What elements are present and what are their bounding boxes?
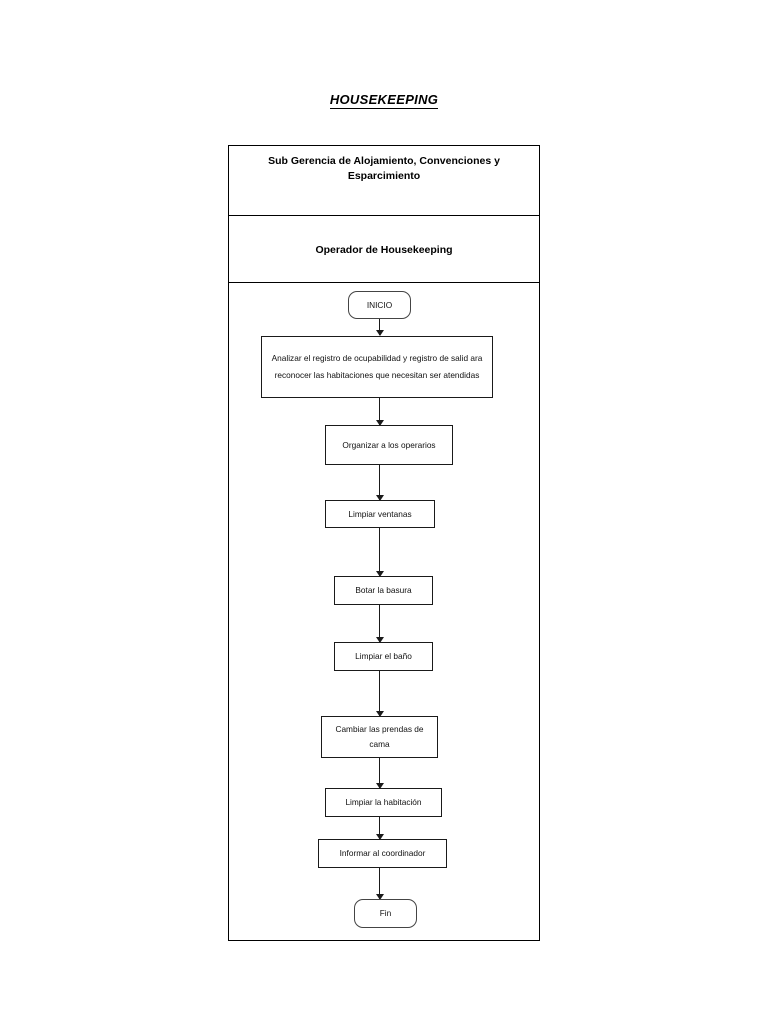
node-limpiar-habitacion-label: Limpiar la habitación [345, 797, 422, 808]
lane-title-1: Sub Gerencia de Alojamiento, Convencione… [268, 155, 500, 183]
connector-analizar-to-organizar [379, 398, 381, 425]
node-inicio[interactable]: INICIO [348, 291, 411, 319]
node-limpiar-bano[interactable]: Limpiar el baño [334, 642, 433, 671]
node-fin[interactable]: Fin [354, 899, 417, 928]
connector-basura-to-bano [379, 605, 381, 642]
lane-header-sub-gerencia: Sub Gerencia de Alojamiento, Convencione… [229, 146, 539, 216]
node-informar-coordinador-label: Informar al coordinador [339, 848, 426, 859]
node-limpiar-ventanas-label: Limpiar ventanas [348, 508, 412, 519]
connector-inicio-to-analizar [379, 319, 381, 335]
connector-organizar-to-ventanas [379, 465, 381, 500]
lane-header-operador: Operador de Housekeeping [229, 216, 539, 283]
page-title: HOUSEKEEPING [0, 92, 768, 109]
connector-habitacion-to-informar [379, 817, 381, 839]
connector-informar-to-fin [379, 868, 381, 899]
node-cambiar-prendas-cama-label: Cambiar las prendas de cama [335, 724, 424, 749]
connector-prendas-to-habitacion [379, 758, 381, 788]
node-cambiar-prendas-cama[interactable]: Cambiar las prendas de cama [321, 716, 438, 758]
node-botar-basura-label: Botar la basura [355, 585, 412, 596]
flow-lane-body: INICIO Analizar el registro de ocupabili… [229, 283, 539, 940]
node-fin-label: Fin [379, 908, 392, 919]
connector-ventanas-to-basura [379, 528, 381, 576]
flowchart-container: Sub Gerencia de Alojamiento, Convencione… [228, 145, 540, 941]
node-limpiar-bano-label: Limpiar el baño [355, 651, 412, 662]
node-informar-coordinador[interactable]: Informar al coordinador [318, 839, 447, 868]
node-organizar-operarios[interactable]: Organizar a los operarios [325, 425, 453, 465]
connector-bano-to-prendas [379, 671, 381, 716]
node-botar-basura[interactable]: Botar la basura [334, 576, 433, 605]
node-analizar-registro[interactable]: Analizar el registro de ocupabilidad y r… [261, 336, 493, 398]
node-limpiar-habitacion[interactable]: Limpiar la habitación [325, 788, 442, 817]
lane-title-2: Operador de Housekeeping [315, 244, 453, 256]
node-analizar-registro-label: Analizar el registro de ocupabilidad y r… [271, 353, 483, 380]
node-limpiar-ventanas[interactable]: Limpiar ventanas [325, 500, 435, 528]
page-title-text: HOUSEKEEPING [329, 92, 439, 109]
node-organizar-operarios-label: Organizar a los operarios [342, 439, 436, 450]
node-inicio-label: INICIO [366, 299, 393, 310]
